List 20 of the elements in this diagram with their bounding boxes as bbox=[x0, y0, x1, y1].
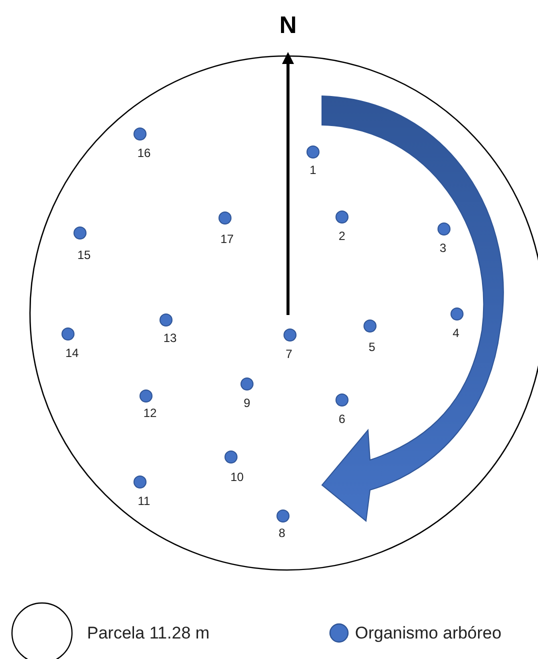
tree-number: 15 bbox=[77, 249, 91, 261]
tree-number: 12 bbox=[143, 407, 157, 419]
legend-text: Parcela 11.28 m bbox=[87, 624, 210, 642]
tree-number: 3 bbox=[440, 242, 446, 254]
tree-number: 14 bbox=[65, 347, 79, 359]
tree-number: 4 bbox=[452, 327, 460, 339]
tree-number: 1 bbox=[310, 164, 316, 176]
legend-text: Organismo arbóreo bbox=[355, 624, 502, 642]
tree-number: 7 bbox=[286, 348, 292, 360]
tree-number: 13 bbox=[163, 332, 177, 344]
tree-number: 16 bbox=[137, 147, 151, 159]
tree-number: 9 bbox=[244, 397, 250, 409]
tree-number: 8 bbox=[278, 527, 286, 539]
tree-number: 5 bbox=[368, 341, 376, 353]
north-label: N bbox=[279, 14, 297, 38]
tree-number: 11 bbox=[138, 495, 150, 507]
tree-number: 6 bbox=[338, 413, 346, 425]
tree-number: 2 bbox=[338, 230, 346, 242]
tree-number: 10 bbox=[230, 471, 244, 483]
tree-number: 17 bbox=[220, 233, 234, 245]
